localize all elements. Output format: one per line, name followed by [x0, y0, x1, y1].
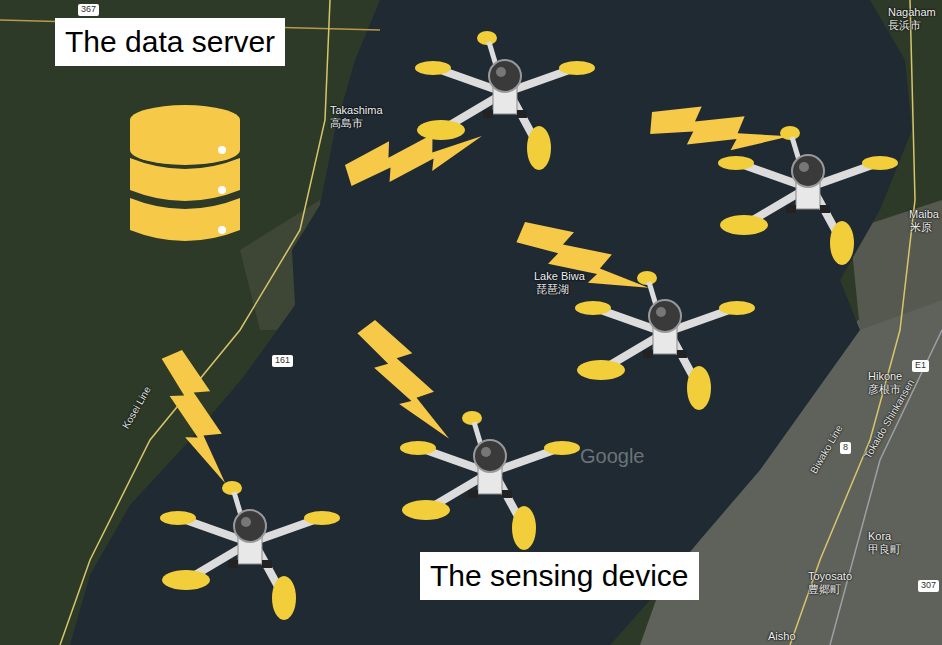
map-label: 豊郷町	[808, 583, 841, 595]
map-label: 161	[272, 355, 293, 367]
map-label: Takashima	[330, 104, 383, 116]
map-label: Google	[580, 445, 645, 467]
map-label: Kora	[868, 530, 891, 542]
map-label: Lake Biwa	[534, 270, 585, 282]
device-label-box: The sensing device	[420, 552, 699, 600]
map-label: Toyosato	[808, 570, 852, 582]
map-label: Nagaham	[888, 6, 936, 18]
map-label: 甲良町	[868, 543, 901, 555]
map-label: E1	[912, 360, 929, 372]
map-label: 高島市	[330, 117, 363, 129]
map-label: 琵琶湖	[536, 283, 569, 295]
map-label: Maiba	[909, 208, 939, 220]
map-label: 307	[918, 580, 939, 592]
map-label: 長浜市	[888, 19, 921, 31]
sensing-device-icon	[160, 31, 898, 620]
map-label: 米原	[910, 221, 932, 233]
map-label: Aisho	[768, 630, 796, 642]
map-label: 367	[78, 4, 99, 16]
database-icon	[130, 105, 240, 241]
server-label-box: The data server	[55, 18, 285, 66]
map-label: 8	[840, 442, 851, 454]
map-label: Hikone	[868, 370, 902, 382]
box-label: The sensing device	[430, 558, 689, 594]
box-label: The data server	[65, 24, 275, 60]
map-label: 彦根市	[868, 383, 901, 395]
